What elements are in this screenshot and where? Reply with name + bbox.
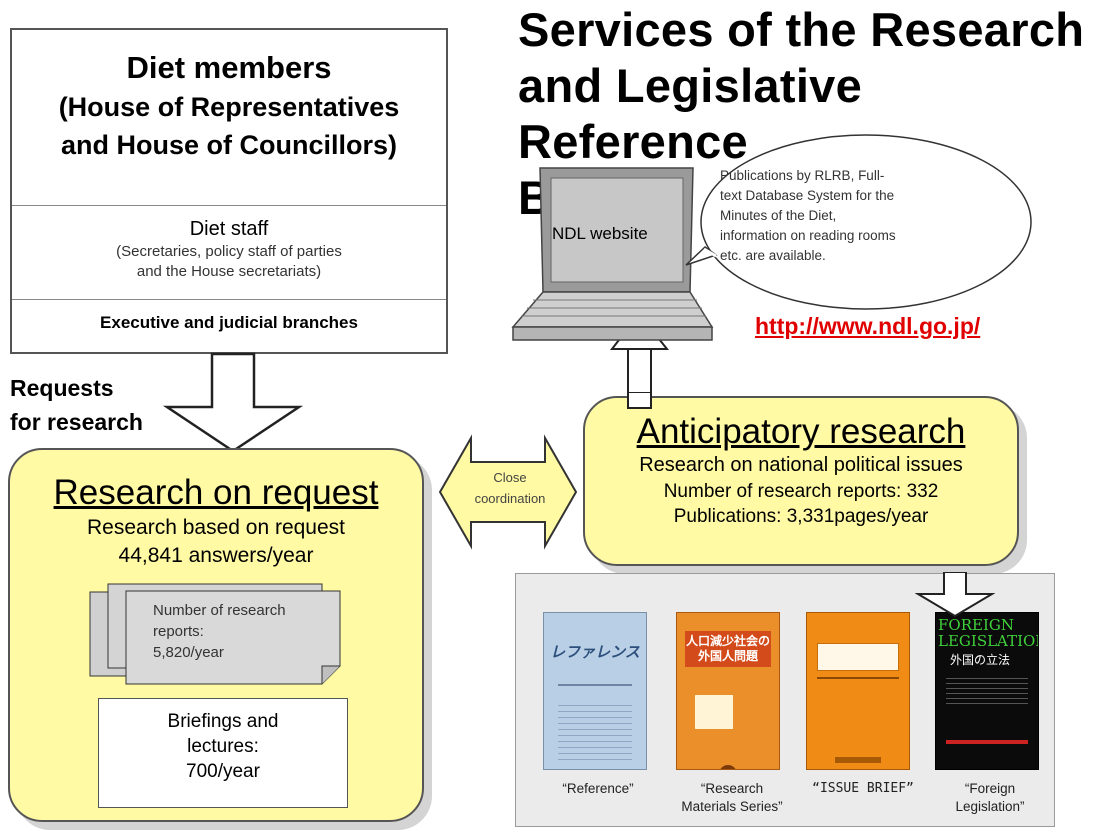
foreign-legislation-cover-title: FOREIGN LEGISLATION: [938, 616, 1039, 650]
diet-members-box: Diet members (House of Representatives a…: [10, 28, 448, 354]
reports-line-1: Number of research: [153, 602, 286, 619]
ndl-website-label: NDL website: [552, 224, 648, 243]
bubble-line-5: etc. are available.: [720, 248, 826, 263]
issue-brief-caption: “ISSUE BRIEF”: [788, 780, 938, 798]
briefings-line-3: 700/year: [186, 761, 260, 782]
ndl-url-link[interactable]: http://www.ndl.go.jp/: [755, 313, 981, 339]
briefings-line-1: Briefings and: [167, 711, 279, 732]
title-line-2: and Legislative Reference: [518, 59, 863, 168]
research-on-request-line-1: Research based on request: [87, 516, 345, 539]
executive-branches-label: Executive and judicial branches: [100, 313, 358, 332]
requests-for-research-label: Requests for research: [10, 371, 143, 439]
requests-line-1: Requests: [10, 375, 114, 401]
laptop-icon: [511, 167, 714, 341]
bubble-line-2: text Database System for the: [720, 188, 895, 203]
title-line-1: Services of the Research: [518, 3, 1085, 56]
speech-bubble: [685, 134, 1032, 310]
research-materials-caption-line-1: “Research: [700, 781, 764, 796]
website-description: Publications by RLRB, Full- text Databas…: [720, 166, 1028, 266]
foreign-legislation-caption: “Foreign Legislation”: [915, 780, 1065, 816]
diet-staff-detail-1: (Secretaries, policy staff of parties: [116, 243, 342, 260]
foreign-legislation-caption-line-1: “Foreign: [964, 781, 1016, 796]
up-arrow-stem: [627, 392, 652, 409]
foreign-legislation-cover-subtitle: 外国の立法: [950, 653, 1011, 667]
anticipatory-line-2: Number of research reports: 332: [663, 481, 939, 502]
anticipatory-research-title: Anticipatory research: [636, 412, 966, 451]
anticipatory-line-1: Research on national political issues: [639, 454, 963, 476]
bubble-line-4: information on reading rooms: [720, 228, 896, 243]
issue-brief-cover-image: [806, 612, 910, 770]
research-materials-cover-image: 人口減少社会の外国人問題: [676, 612, 780, 770]
coordination-line-1: Close: [493, 470, 527, 485]
diet-members-subline-1: (House of Representatives: [58, 92, 400, 122]
reference-caption-line-1: “Reference”: [562, 781, 634, 796]
diet-members-subline-2: and House of Councillors): [60, 130, 397, 160]
publications-arrow-tip: [915, 572, 995, 618]
research-materials-caption-line-2: Materials Series”: [681, 799, 783, 814]
research-materials-caption: “Research Materials Series”: [652, 780, 812, 816]
coordination-double-arrow: [438, 434, 578, 550]
briefings-line-2: lectures:: [187, 736, 259, 757]
reference-cover-image: レファレンス: [543, 612, 647, 770]
reference-caption: “Reference”: [523, 780, 673, 798]
coordination-line-2: coordination: [474, 491, 546, 506]
foreign-legislation-cover-image: FOREIGN LEGISLATION 外国の立法: [935, 612, 1039, 770]
diet-members-heading: Diet members: [126, 50, 332, 85]
research-on-request-title: Research on request: [53, 473, 379, 512]
requests-line-2: for research: [10, 409, 143, 435]
diet-staff-title: Diet staff: [189, 218, 269, 240]
research-on-request-line-2: 44,841 answers/year: [118, 544, 314, 567]
reference-cover-title: レファレンス: [550, 643, 640, 661]
stacked-reports: [89, 583, 341, 685]
issue-brief-caption-line-1: “ISSUE BRIEF”: [812, 781, 914, 796]
diet-members-header: Diet members (House of Representatives a…: [12, 30, 446, 206]
anticipatory-line-3: Publications: 3,331pages/year: [673, 506, 929, 527]
briefings-box: Briefings and lectures: 700/year: [98, 698, 348, 808]
publications-panel: レファレンス 人口減少社会の外国人問題 FOREIGN LEGISLATION …: [515, 573, 1055, 827]
research-materials-cover-title: 人口減少社会の外国人問題: [685, 631, 771, 667]
reports-line-3: 5,820/year: [153, 644, 224, 661]
anticipatory-research-box: Anticipatory research Research on nation…: [583, 396, 1019, 566]
bubble-line-3: Minutes of the Diet,: [720, 208, 837, 223]
foreign-legislation-caption-line-2: Legislation”: [955, 799, 1025, 814]
close-coordination-label: Close coordination: [450, 467, 570, 509]
research-reports-count: Number of research reports: 5,820/year: [153, 600, 338, 663]
diet-staff-detail-2: and the House secretariats): [136, 263, 322, 280]
reports-line-2: reports:: [153, 623, 204, 640]
request-arrow: [162, 352, 304, 453]
diet-staff-section: Diet staff (Secretaries, policy staff of…: [12, 206, 446, 300]
bubble-line-1: Publications by RLRB, Full-: [720, 168, 885, 183]
